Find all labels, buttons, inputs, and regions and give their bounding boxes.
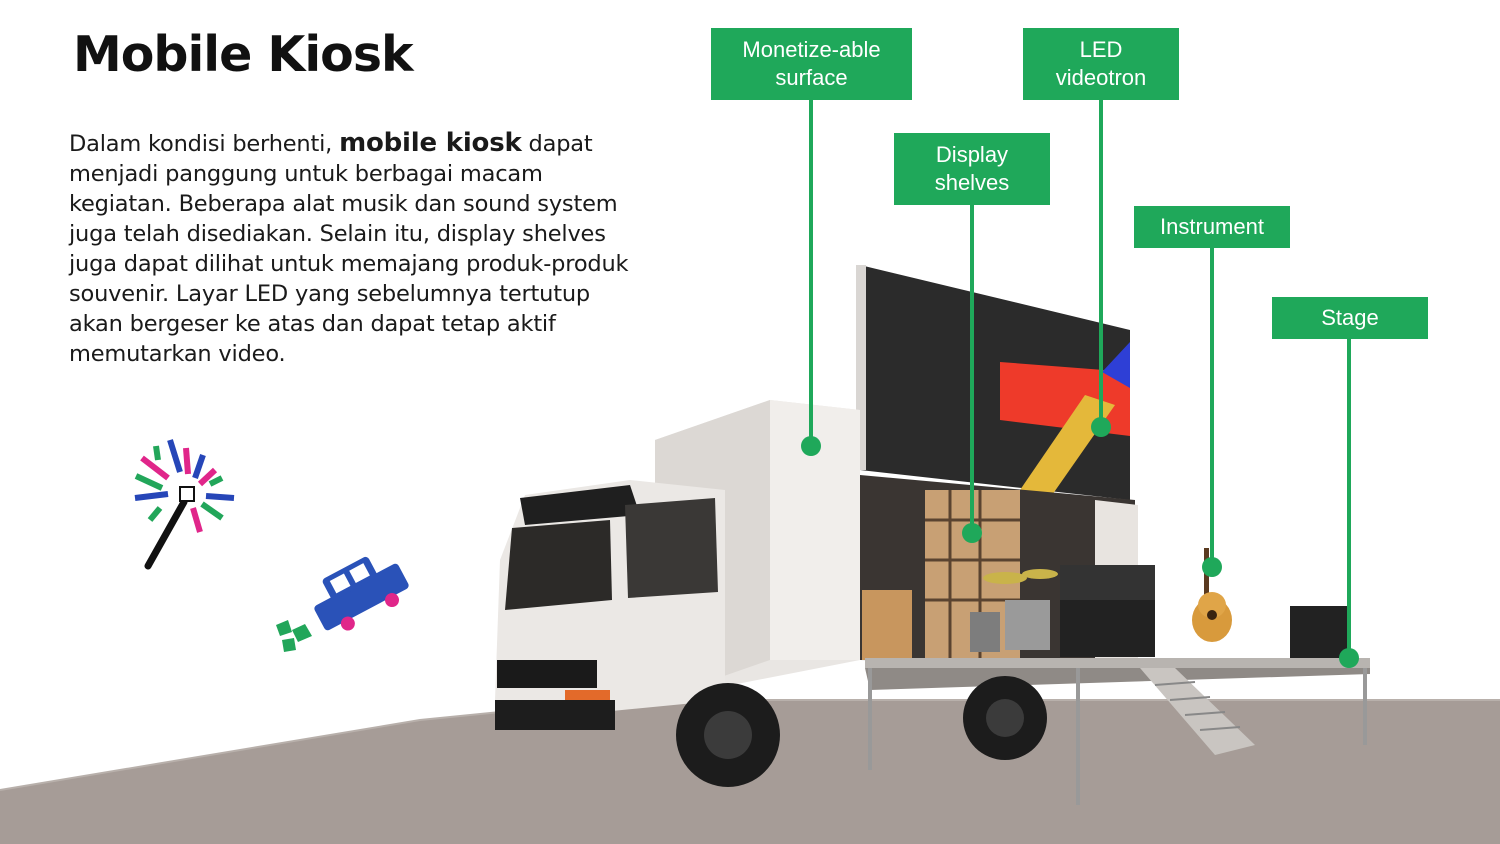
callout-label: Instrument [1160,214,1264,239]
callout-label: Display shelves [934,142,1010,195]
callout-led-videotron: LED videotron [1023,28,1179,100]
description-intro: Dalam kondisi berhenti, [69,131,340,157]
wheels [676,676,1047,787]
callout-monetize-surface: Monetize-able surface [711,28,912,100]
callout-label: Monetize-able surface [742,37,881,90]
callout-stage: Stage [1272,297,1428,339]
amplifiers [1060,565,1350,658]
callout-lines [809,100,1351,658]
callout-label: LED videotron [1055,37,1147,90]
truck-cab [495,480,725,730]
description-paragraph: Dalam kondisi berhenti, mobile kiosk dap… [69,128,649,369]
description-rest: dapat menjadi panggung untuk berbagai ma… [69,131,629,367]
drum-kit [970,569,1058,652]
callout-instrument: Instrument [1134,206,1290,248]
description-highlight: mobile kiosk [339,128,522,158]
page-title: Mobile Kiosk [73,26,414,83]
led-screen [856,265,1130,500]
callout-dots [801,417,1359,668]
callout-label: Stage [1321,305,1379,330]
callout-display-shelves: Display shelves [894,133,1050,205]
